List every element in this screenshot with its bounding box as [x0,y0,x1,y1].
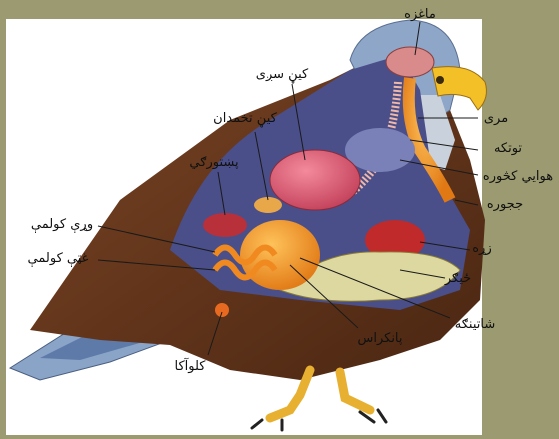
label-small-intestine: وړې کولمې [31,217,93,233]
label-ovary: کيڼ تخمدان [213,111,277,127]
label-heart: زړه [472,241,492,256]
cloaca-organ [215,303,229,317]
air-sac-organ [345,128,415,172]
eye [436,76,444,84]
label-crop: ججوره [487,197,523,212]
leg-right [340,372,370,410]
label-left-lung: کيڼ سږی [256,67,309,83]
label-pancreas: پانکراس [357,331,402,346]
label-gizzard: شاتينګه [455,317,495,332]
label-cloaca: کلوآکا [175,357,207,374]
label-air-sacs: هوايي کڅوره [483,169,553,184]
label-large-intestine: غټې کولمې [28,251,89,267]
lung-organ [270,150,360,210]
label-trachea: توتکه [494,141,522,156]
label-brain: ماغزه [404,7,436,22]
kidney-organ [203,213,247,237]
label-esophagus: مری [484,111,508,126]
label-kidney: پښتورګي [189,155,239,170]
label-liver: ځيګر [444,271,471,286]
brain-organ [386,47,434,77]
